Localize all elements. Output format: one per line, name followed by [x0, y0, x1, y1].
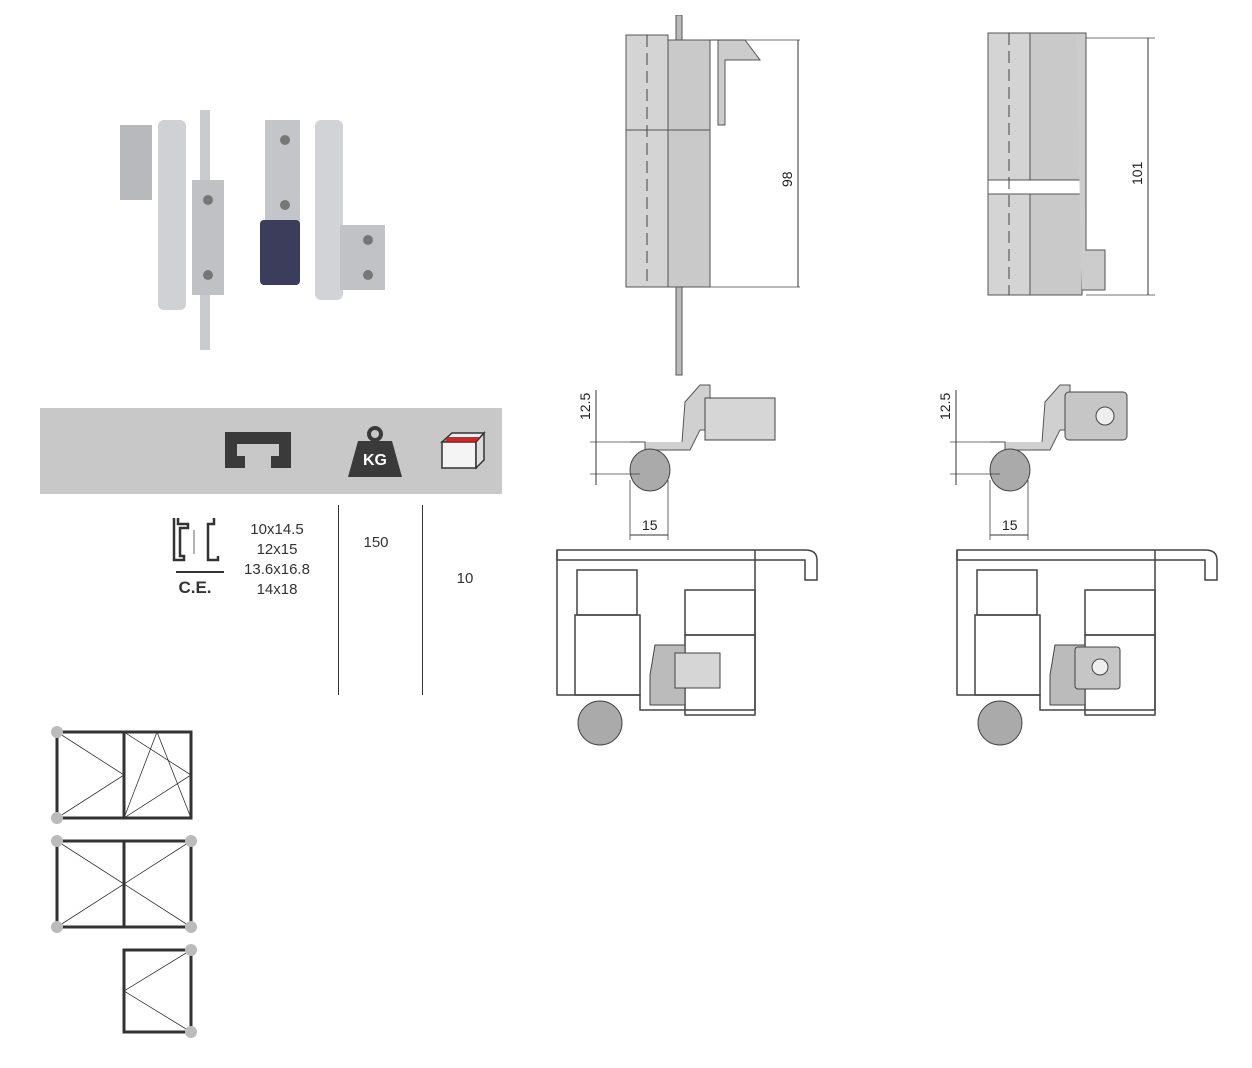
profile-size: 13.6x16.8 — [244, 561, 310, 578]
offset-dimension-left: 12.5 — [577, 393, 593, 420]
profile-sizes-list: 10x14.5 12x15 13.6x16.8 14x18 — [236, 520, 318, 600]
window-configuration-diagrams — [51, 726, 197, 1038]
weight-icon-label: KG — [363, 452, 387, 469]
max-weight-value: 150 — [363, 534, 389, 551]
hinge-elevation-drawing-right: 101 — [987, 32, 1155, 296]
profile-installation-section-left — [556, 549, 818, 746]
profile-size: 10x14.5 — [250, 521, 304, 538]
profile-label: C.E. — [178, 578, 212, 597]
hinge-product-photo — [120, 110, 385, 350]
pack-quantity-value: 10 — [456, 570, 474, 587]
package-box-icon — [440, 431, 486, 470]
profile-size: 14x18 — [256, 581, 298, 598]
height-dimension-left: 98 — [779, 171, 795, 187]
offset-dimension-right: 12.5 — [937, 393, 953, 420]
weight-kg-icon: KG — [348, 425, 402, 477]
column-divider — [422, 505, 423, 695]
hinge-plan-section-left: 12.5 15 — [577, 384, 776, 540]
height-dimension-right: 101 — [1129, 161, 1145, 185]
column-divider — [338, 505, 339, 695]
hinge-plan-section-right: 12.5 15 — [937, 384, 1128, 540]
table-header-band — [40, 408, 502, 494]
width-dimension-right: 15 — [1002, 517, 1018, 533]
profile-section-icon — [172, 518, 224, 573]
hinge-elevation-drawing-left: 98 — [625, 15, 800, 376]
profile-installation-section-right — [956, 549, 1218, 746]
profile-channel-icon — [225, 432, 291, 468]
width-dimension-left: 15 — [642, 517, 658, 533]
profile-size: 12x15 — [256, 541, 298, 558]
